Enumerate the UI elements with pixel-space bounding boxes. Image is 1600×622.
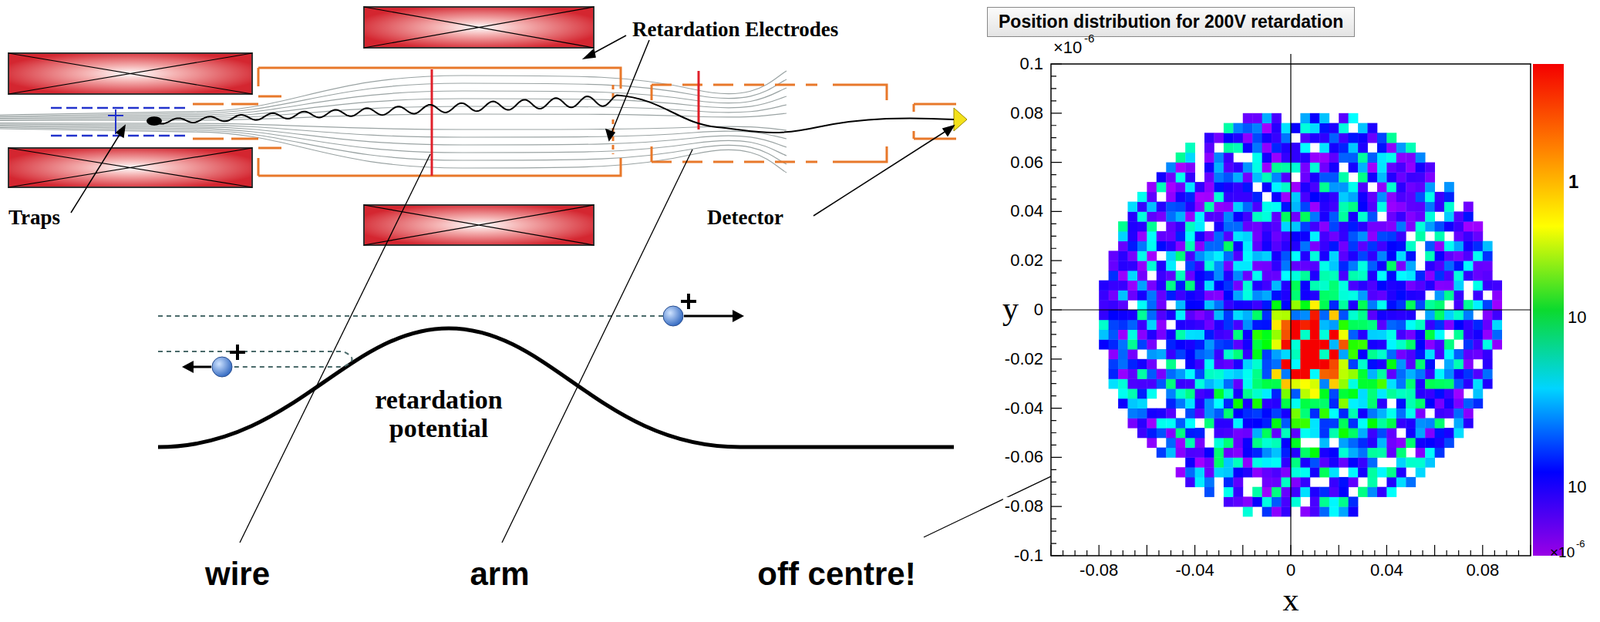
colorbar-label: 1 [1568,171,1579,192]
callout: arm [468,556,531,593]
plot-title: Position distribution for 200V retardati… [998,11,1344,33]
tick-label: -0.08 [1003,497,1045,516]
tick-label: 0.02 [1008,251,1045,270]
tick-label: 0.04 [1008,202,1045,221]
tick-label: -0.04 [1174,561,1216,580]
colorbar-multiplier: ×10 [1549,545,1575,562]
tick-label: 0 [1284,561,1297,580]
tick-label: 0.1 [1017,54,1045,74]
tick-label: -0.06 [1003,448,1045,467]
callout: wire [203,556,272,593]
tick-label: 0.04 [1368,561,1405,580]
tick-label: 0.08 [1008,104,1045,123]
tick-label: 0.06 [1008,153,1045,172]
colorbar-label: 10 [1567,478,1587,497]
axis-label: y [1002,290,1019,327]
colorbar-exponent: -6 [1576,538,1586,550]
tick-label: -0.04 [1003,399,1045,418]
curve-label: retardation potential [346,385,532,444]
part-label: Retardation Electrodes [632,18,839,42]
part-label: Detector [707,206,784,230]
tick-label: -0.08 [1077,561,1120,580]
tick-label: 0 [1032,300,1045,320]
colorbar-label: 10 [1567,308,1587,327]
axis-multiplier: ×10 [1053,38,1082,58]
tick-label: -0.1 [1012,546,1045,566]
axis-exponent: -6 [1084,32,1095,46]
tick-label: 0.08 [1464,561,1501,580]
axis-label: x [1283,582,1300,618]
callout: off centre! [755,556,917,593]
plot-title-box: Position distribution for 200V retardati… [986,6,1355,38]
tick-label: -0.02 [1003,350,1045,369]
part-label: Traps [8,206,61,230]
